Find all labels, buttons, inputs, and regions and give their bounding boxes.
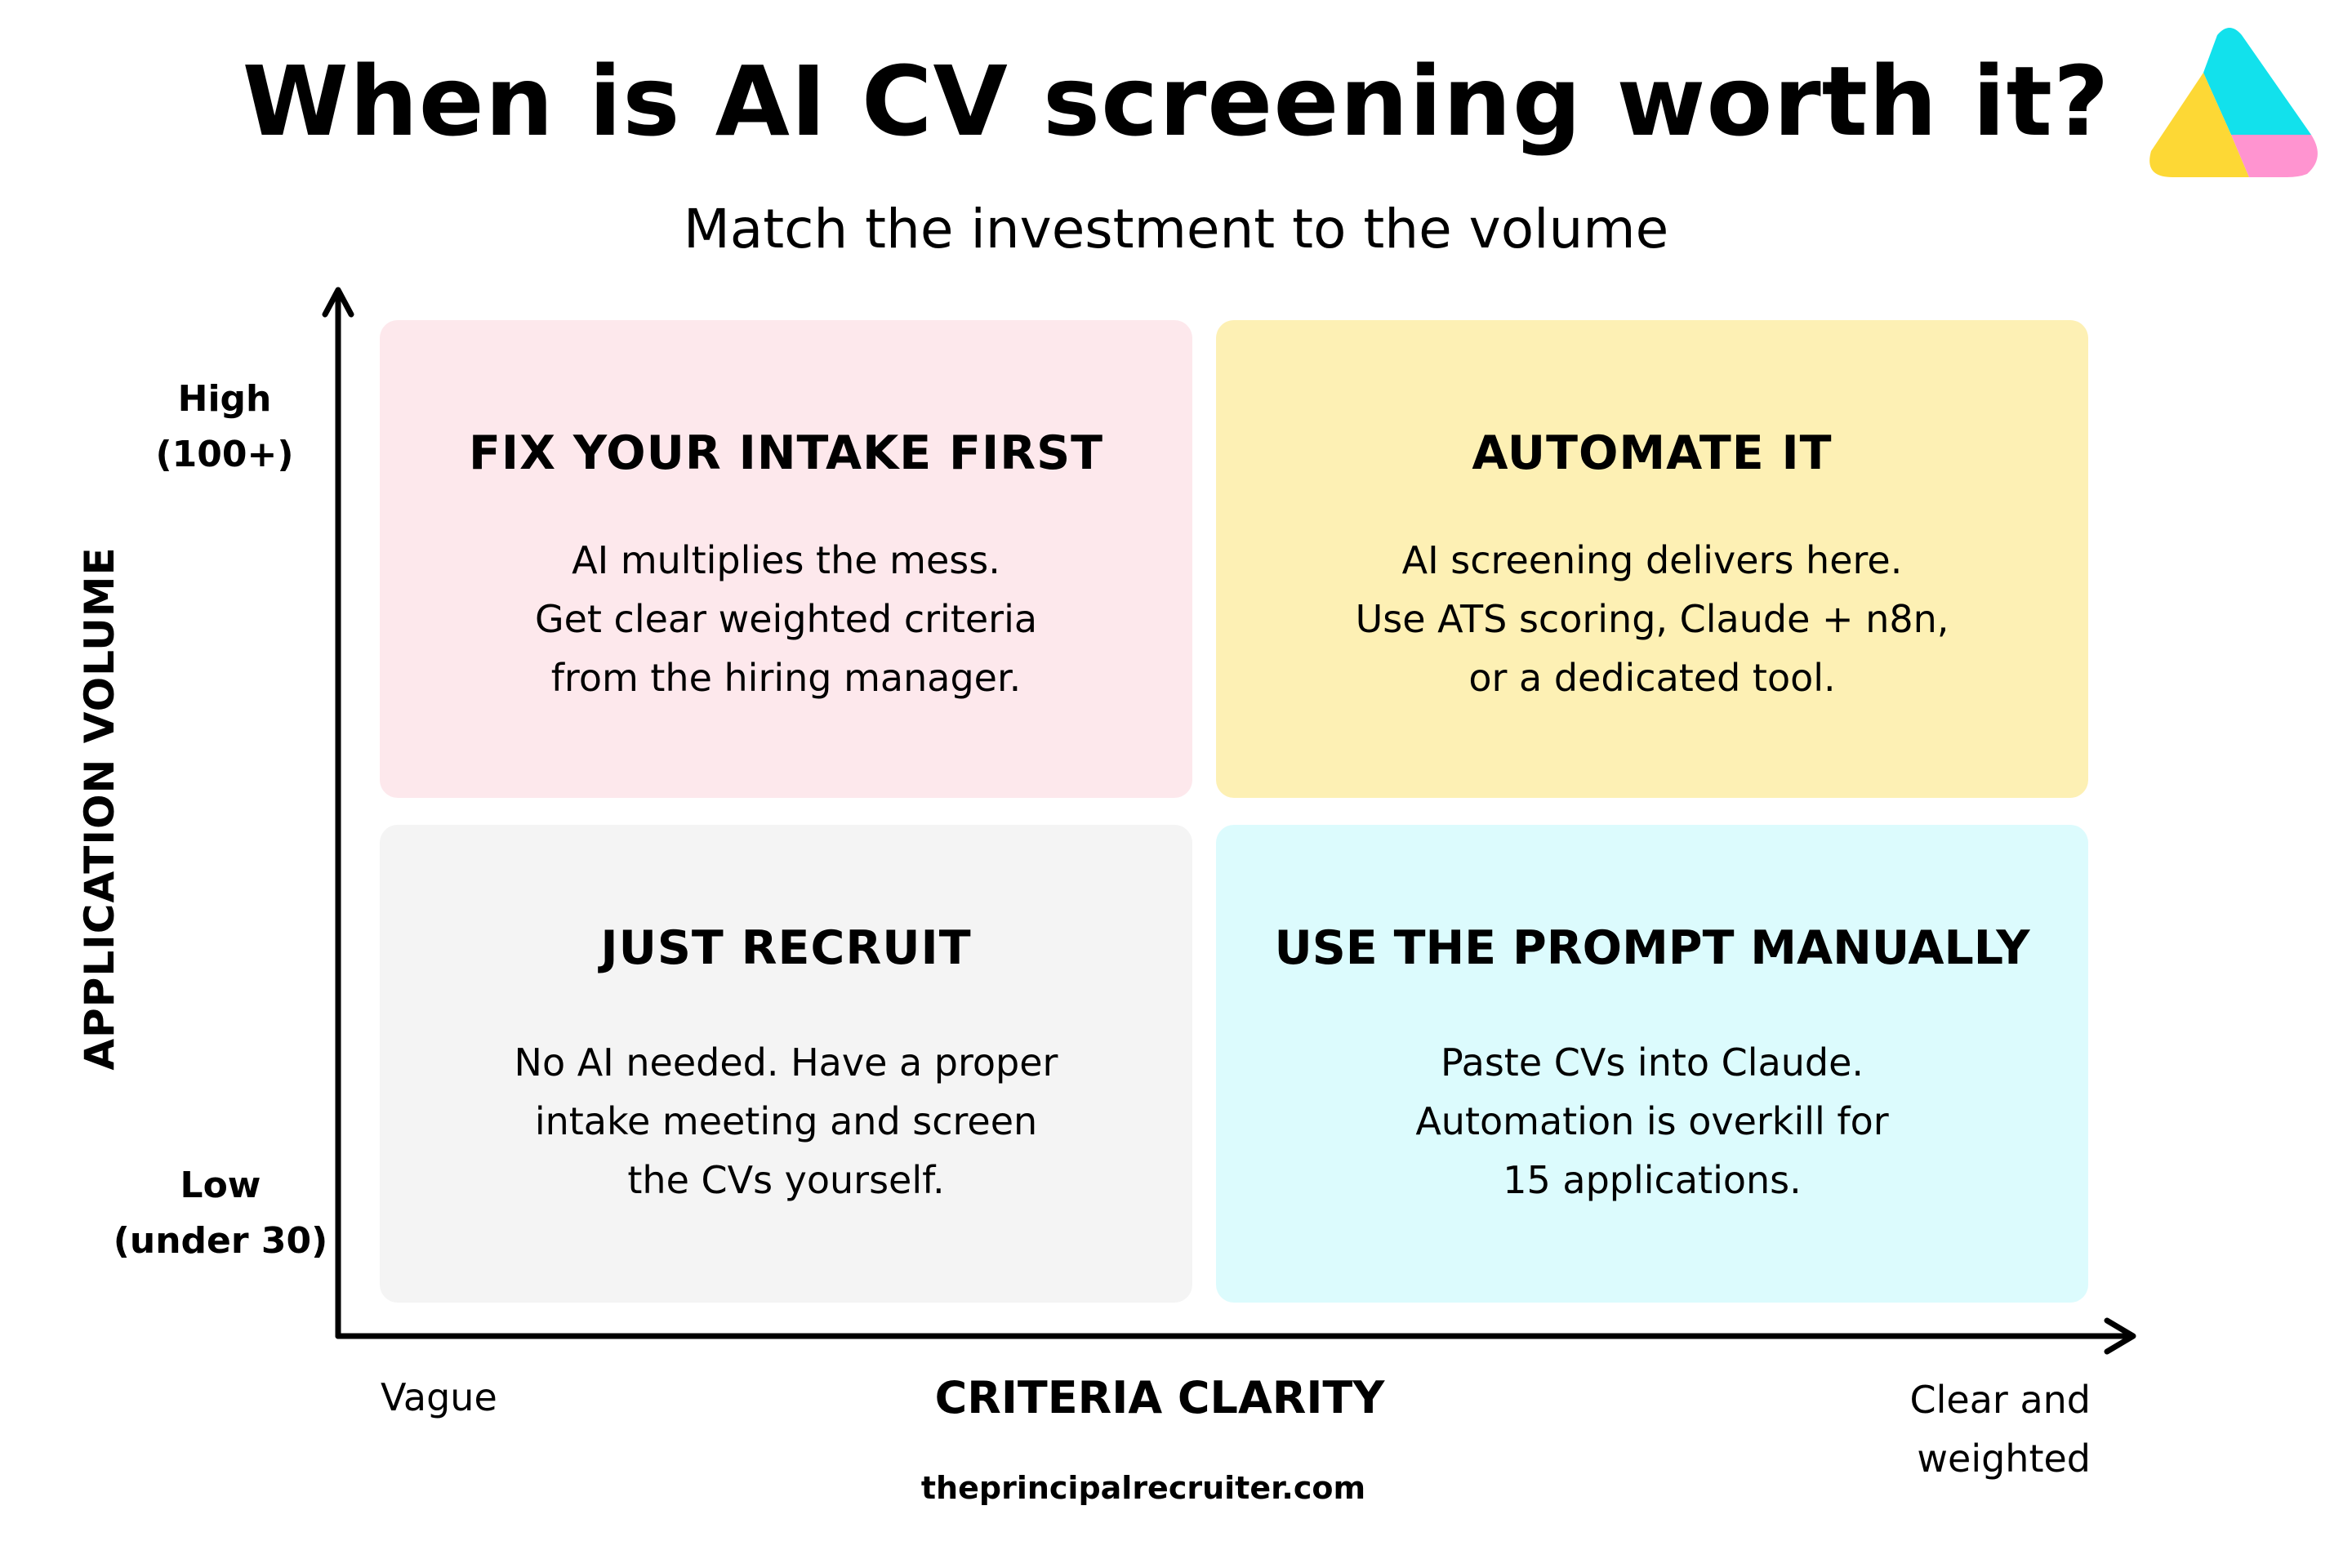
x-axis-title: CRITERIA CLARITY	[934, 1372, 1385, 1423]
quadrant-top-right: AUTOMATE IT AI screening delivers here. …	[1216, 320, 2088, 798]
x-axis-low-label: Vague	[381, 1375, 497, 1419]
quadrant-line: or a dedicated tool.	[1468, 656, 1836, 700]
page-subtitle: Match the investment to the volume	[683, 198, 1669, 261]
quadrant-description: AI screening delivers here. Use ATS scor…	[1216, 531, 2088, 707]
quadrant-line: the CVs yourself.	[627, 1158, 945, 1202]
quadrant-heading: JUST RECRUIT	[600, 921, 972, 975]
quadrant-heading: FIX YOUR INTAKE FIRST	[468, 426, 1104, 480]
page-title: When is AI CV screening worth it?	[242, 45, 2110, 158]
y-axis-high-label: High (100+)	[143, 372, 306, 483]
quadrant-top-left: FIX YOUR INTAKE FIRST AI multiplies the …	[380, 320, 1192, 798]
quadrant-heading: AUTOMATE IT	[1472, 426, 1833, 480]
logo-pink-segment	[2231, 135, 2318, 177]
y-axis-low-line-2: (under 30)	[113, 1220, 328, 1262]
quadrant-line: intake meeting and screen	[534, 1099, 1038, 1143]
quadrant-line: Use ATS scoring, Claude + n8n,	[1355, 597, 1949, 641]
quadrant-line: Paste CVs into Claude.	[1440, 1040, 1864, 1085]
x-axis-arrow-icon	[2104, 1317, 2136, 1355]
triangle-logo-icon	[2149, 28, 2318, 177]
quadrant-heading: USE THE PROMPT MANUALLY	[1274, 921, 2030, 975]
x-axis-high-line-2: weighted	[1917, 1437, 2091, 1481]
quadrant-description: Paste CVs into Claude. Automation is ove…	[1216, 1033, 2088, 1209]
quadrant-description: No AI needed. Have a proper intake meeti…	[380, 1033, 1192, 1209]
quadrant-line: Automation is overkill for	[1415, 1099, 1889, 1143]
y-axis-high-line-1: High	[177, 378, 272, 420]
logo-cyan-segment	[2203, 28, 2311, 135]
quadrant-line: AI screening delivers here.	[1401, 538, 1903, 582]
logo-yellow-segment	[2149, 73, 2249, 177]
quadrant-bottom-left: JUST RECRUIT No AI needed. Have a proper…	[380, 825, 1192, 1303]
x-axis-high-line-1: Clear and	[1909, 1378, 2091, 1422]
y-axis-high-line-2: (100+)	[155, 434, 294, 475]
quadrant-line: Get clear weighted criteria	[534, 597, 1038, 641]
y-axis-low-line-1: Low	[180, 1165, 261, 1206]
quadrant-description: AI multiplies the mess. Get clear weight…	[380, 531, 1192, 707]
y-axis-low-label: Low (under 30)	[106, 1158, 335, 1269]
quadrant-line: 15 applications.	[1503, 1158, 1802, 1202]
quadrant-line: from the hiring manager.	[550, 656, 1022, 700]
y-axis-arrow-icon	[322, 287, 354, 318]
x-axis-high-label: Clear and weighted	[1862, 1370, 2091, 1488]
quadrant-line: No AI needed. Have a proper	[514, 1040, 1058, 1085]
y-axis-title-text: APPLICATION VOLUME	[76, 546, 123, 1071]
footer-website: theprincipalrecruiter.com	[920, 1470, 1366, 1506]
quadrant-line: AI multiplies the mess.	[572, 538, 1000, 582]
quadrant-bottom-right: USE THE PROMPT MANUALLY Paste CVs into C…	[1216, 825, 2088, 1303]
